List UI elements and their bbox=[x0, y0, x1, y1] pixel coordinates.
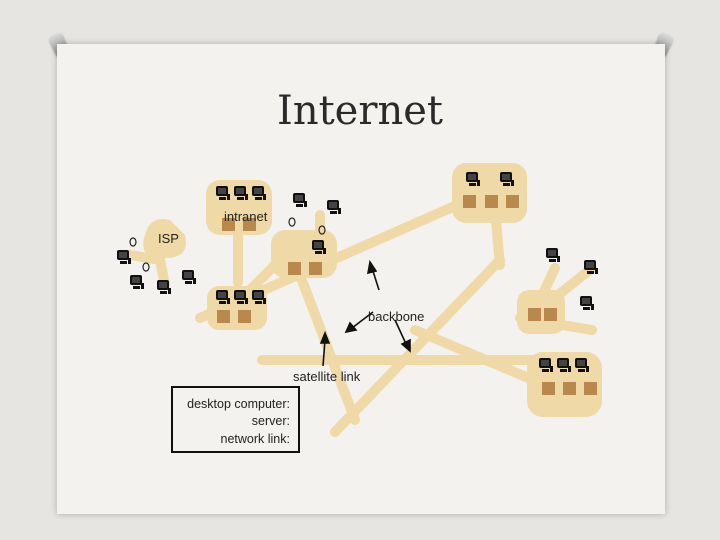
legend: desktop computer: server: network link: bbox=[171, 386, 300, 453]
label-satellite-link: satellite link bbox=[293, 369, 361, 384]
legend-desktop-label: desktop computer: bbox=[187, 397, 290, 411]
legend-server-label: server: bbox=[251, 414, 290, 428]
small-peripherals bbox=[129, 217, 326, 272]
label-backbone: backbone bbox=[368, 309, 425, 324]
clusters bbox=[143, 163, 602, 417]
label-isp: ISP bbox=[158, 231, 179, 246]
satellite-arrow bbox=[319, 330, 331, 367]
backbone-arrows bbox=[344, 259, 411, 353]
label-intranet: intranet bbox=[224, 209, 268, 224]
legend-network-link-label: network link: bbox=[220, 432, 290, 446]
slide-paper bbox=[57, 44, 665, 514]
slide-title: Internet bbox=[277, 88, 443, 134]
